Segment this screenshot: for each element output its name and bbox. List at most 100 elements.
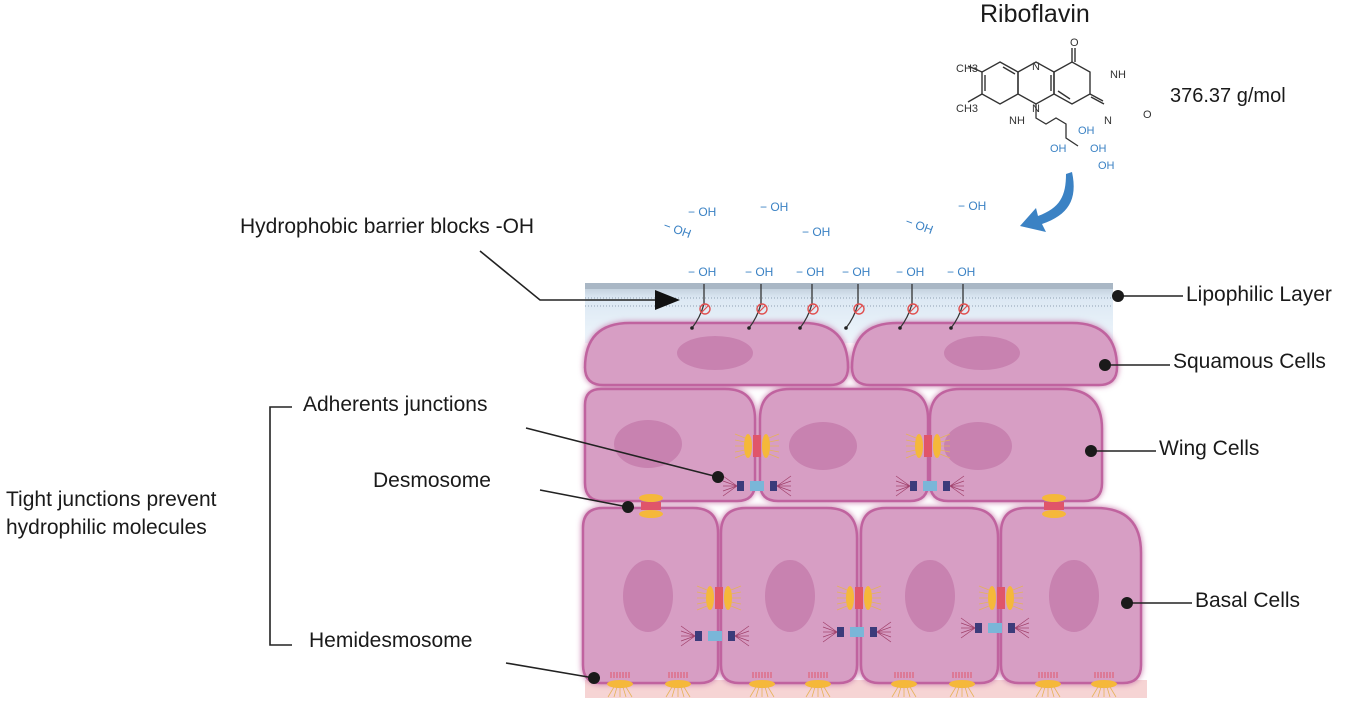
blocked-oh: − OH (796, 265, 824, 279)
block-slash (908, 304, 918, 314)
hemidesmosome (749, 672, 775, 698)
block-slash (700, 304, 710, 314)
leader-dots (588, 290, 1133, 684)
squamous-cell (850, 321, 1119, 387)
curved-arrow-icon (1020, 172, 1074, 232)
desmosome (696, 585, 742, 611)
free-oh: − OH (688, 205, 716, 219)
atom-n-top: N (1032, 61, 1040, 73)
tight-junctions-label-line2: hydrophilic molecules (6, 516, 207, 539)
blocked-oh: − OH (745, 265, 773, 279)
atom-ch3-bottom: CH3 (956, 103, 978, 115)
lipophilic-layer-label: Lipophilic Layer (1186, 283, 1332, 306)
adherens-junction (822, 621, 892, 643)
hydrophobic-barrier-label: Hydrophobic barrier blocks -OH (240, 215, 535, 238)
hydroxyl-4: OH (1098, 160, 1115, 172)
blocked-hydroxyl: − OH (688, 265, 716, 330)
nucleus (944, 336, 1020, 370)
hemidesmosome (805, 672, 831, 698)
hemidesmosome (607, 672, 633, 698)
hook-tip (747, 326, 751, 330)
nucleus (789, 422, 857, 470)
hemidesmosome (1035, 672, 1061, 698)
molar-mass: 376.37 g/mol (1170, 85, 1286, 107)
molecule-name: Riboflavin (980, 0, 1090, 28)
desmosome (905, 433, 951, 459)
atom-n-mid: N (1032, 103, 1040, 115)
hemidesmosome (1091, 672, 1117, 698)
desmosome (836, 585, 882, 611)
block-icon (853, 303, 865, 315)
block-slash (854, 304, 864, 314)
adherens-junction (722, 475, 792, 497)
free-oh: − OH (760, 200, 788, 214)
blocked-hydroxyl: − OH (745, 265, 773, 330)
atom-nh-left: NH (1009, 115, 1025, 127)
barrier-arrowhead-icon (655, 290, 680, 310)
blocked-hydroxyl: − OH (842, 265, 870, 330)
desmosome-label: Desmosome (373, 469, 491, 492)
blocked-hydroxyl: − OH (896, 265, 924, 330)
atom-nh-right: NH (1110, 69, 1126, 81)
adherens-junction (960, 617, 1030, 639)
desmosome (639, 494, 663, 518)
hook-tip (690, 326, 694, 330)
desmosome (1042, 494, 1066, 518)
wing-cell (583, 387, 757, 503)
blocked-oh: − OH (688, 265, 716, 279)
hydroxyl-1: OH (1078, 125, 1095, 137)
blocked-oh: − OH (842, 265, 870, 279)
free-oh: − OH (904, 214, 935, 237)
nucleus (677, 336, 753, 370)
nucleus (765, 560, 815, 632)
free-hydroxyl-groups: − OH − OH − OH − OH − OH − OH (662, 199, 987, 241)
hook-tip (949, 326, 953, 330)
block-icon (807, 303, 819, 315)
block-slash (808, 304, 818, 314)
free-oh: − OH (802, 225, 830, 239)
block-icon (756, 303, 768, 315)
block-slash (757, 304, 767, 314)
hemidesmosome (665, 672, 691, 698)
blocked-hydroxyl: − OH (796, 265, 824, 330)
basal-cells-label: Basal Cells (1195, 589, 1301, 612)
free-oh: − OH (958, 199, 986, 213)
adherens-junction (895, 475, 965, 497)
tight-junctions-label-line1: Tight junctions prevent (6, 488, 217, 511)
nucleus (614, 420, 682, 468)
hydroxyl-3: OH (1090, 143, 1107, 155)
blocked-oh: − OH (896, 265, 924, 279)
adherents-junctions-label: Adherents junctions (303, 393, 488, 416)
squamous-cell (583, 321, 850, 387)
atom-n-bottom: N (1104, 115, 1112, 127)
wing-cell (928, 387, 1104, 503)
riboflavin-structure (967, 48, 1105, 105)
cell-membrane (928, 387, 1104, 503)
free-oh: − OH (662, 218, 693, 241)
basal-cell (719, 506, 859, 685)
basal-cell (859, 506, 1000, 685)
hemidesmosome (949, 672, 975, 698)
hook-tip (798, 326, 802, 330)
adherens-junction (680, 625, 750, 647)
atom-ch3-top: CH3 (956, 63, 978, 75)
basal-cell (581, 506, 720, 685)
wing-cells-label: Wing Cells (1159, 437, 1260, 460)
hook-tip (844, 326, 848, 330)
nucleus (623, 560, 673, 632)
block-icon (907, 303, 919, 315)
desmosome (734, 433, 780, 459)
wing-cell (758, 387, 930, 503)
atom-o-right: O (1143, 109, 1152, 121)
hook-tip (898, 326, 902, 330)
squamous-cells-label: Squamous Cells (1173, 350, 1326, 373)
leader-lines (269, 250, 1192, 679)
hydroxyl-2: OH (1050, 143, 1067, 155)
atom-o-top: O (1070, 37, 1079, 49)
basal-cell (999, 506, 1143, 685)
nucleus (905, 560, 955, 632)
nucleus (1049, 560, 1099, 632)
blocked-oh: − OH (947, 265, 975, 279)
nucleus (944, 422, 1012, 470)
